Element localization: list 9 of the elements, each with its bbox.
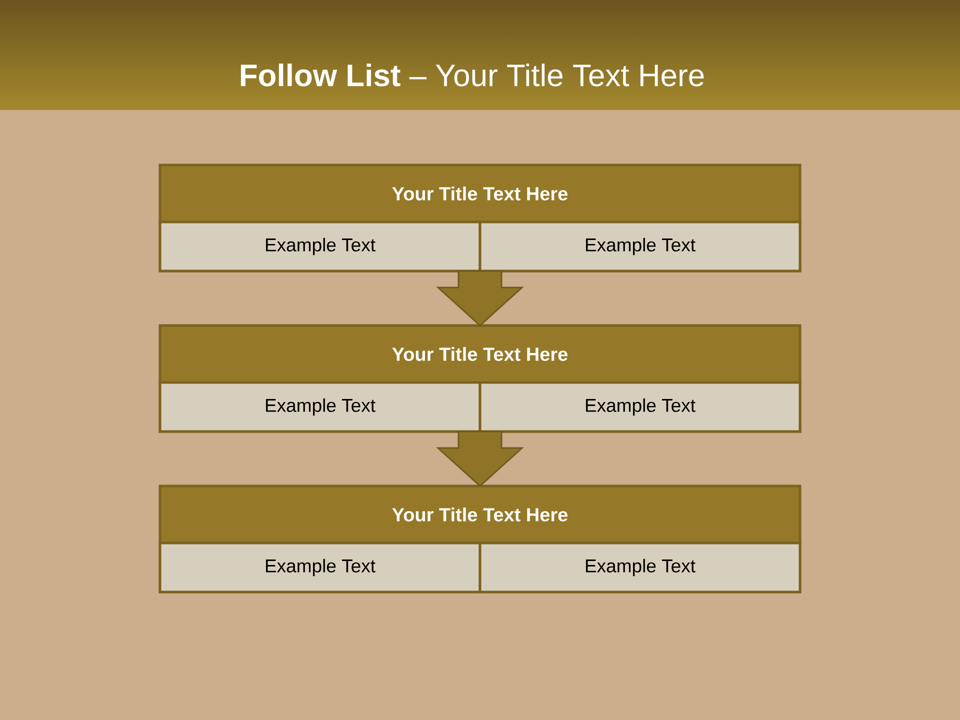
- block-arrow: [436, 270, 524, 327]
- table-cell: Example Text: [158, 542, 482, 594]
- block-arrow: [436, 430, 524, 488]
- table-cell: Example Text: [478, 381, 802, 433]
- slide-title: Follow List – Your Title Text Here: [240, 64, 704, 86]
- table-cell: Example Text: [478, 542, 802, 594]
- table-cell: Example Text: [158, 220, 482, 272]
- table-cell: Example Text: [478, 220, 802, 272]
- table-cell: Example Text: [158, 381, 482, 433]
